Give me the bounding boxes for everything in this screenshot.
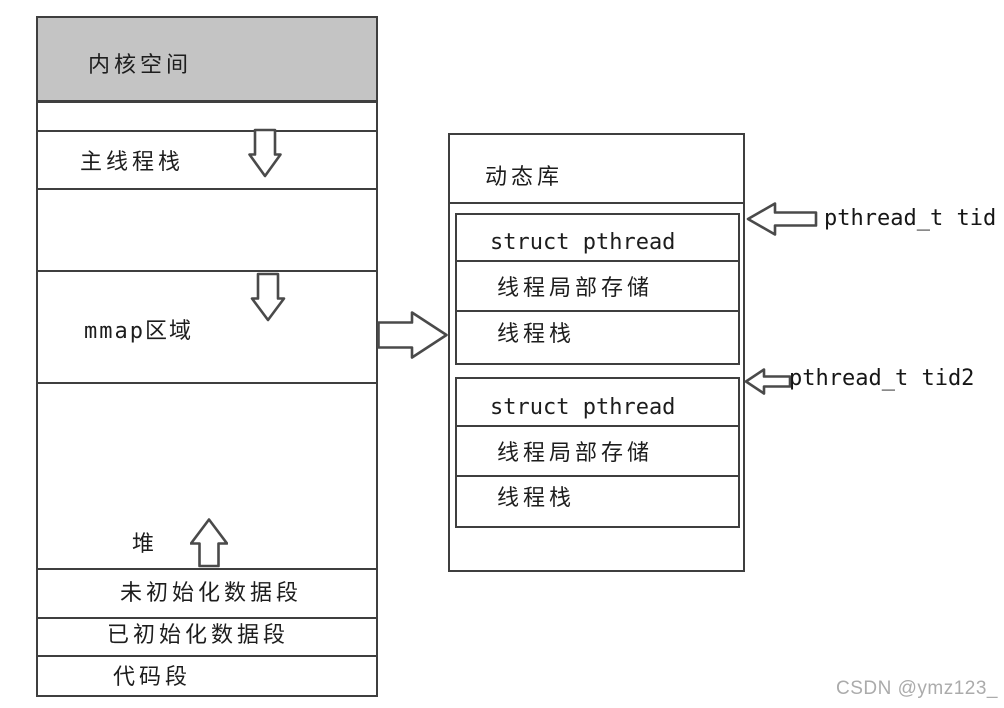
tid2-annotation-label: pthread_t tid2 (789, 366, 975, 391)
csdn-watermark: CSDN @ymz123_ (836, 678, 998, 699)
segment-divider (38, 655, 376, 657)
segment-divider (38, 130, 376, 132)
initialized-data-segment-label: 已初始化数据段 (107, 622, 290, 647)
kernel-space-label: 内核空间 (88, 52, 193, 77)
heap-grow-up-arrow-icon (190, 518, 228, 568)
thread-stack-label: 线程栈 (497, 485, 576, 510)
mmap-to-library-right-arrow-icon (377, 311, 448, 359)
code-segment-label: 代码段 (113, 664, 192, 689)
tid2-pointer-left-arrow-icon (744, 368, 792, 395)
main-thread-stack-label: 主线程栈 (80, 149, 185, 174)
dynamic-library-title: 动态库 (485, 164, 564, 189)
thread-block-1: struct pthread 线程局部存储 线程栈 (455, 213, 740, 365)
tid1-annotation-label: pthread_t tid (824, 206, 997, 231)
struct-pthread-label: struct pthread (490, 230, 676, 255)
stack-grow-down-arrow-icon (248, 128, 282, 178)
segment-divider (38, 188, 376, 190)
thread-local-storage-label: 线程局部存储 (497, 275, 654, 300)
segment-divider (38, 382, 376, 384)
segment-divider (38, 617, 376, 619)
tid1-pointer-left-arrow-icon (746, 202, 818, 236)
library-header-divider (450, 202, 743, 204)
thread-block-divider (457, 425, 738, 427)
mmap-region-label: mmap区域 (84, 319, 193, 344)
thread-block-2: struct pthread 线程局部存储 线程栈 (455, 377, 740, 528)
thread-block-divider (457, 310, 738, 312)
thread-block-divider (457, 260, 738, 262)
segment-divider (38, 270, 376, 272)
uninitialized-data-segment-label: 未初始化数据段 (120, 580, 303, 605)
process-address-space-box: 内核空间 主线程栈 mmap区域 堆 未初始化数据段 已初始化数据段 代码段 (36, 16, 378, 697)
thread-block-divider (457, 475, 738, 477)
thread-local-storage-label: 线程局部存储 (497, 440, 654, 465)
struct-pthread-label: struct pthread (490, 395, 676, 420)
heap-label: 堆 (132, 531, 159, 556)
segment-divider (38, 568, 376, 570)
kernel-space-segment (38, 18, 376, 103)
mmap-grow-down-arrow-icon (250, 272, 286, 322)
thread-stack-label: 线程栈 (497, 321, 576, 346)
dynamic-library-box: 动态库 struct pthread 线程局部存储 线程栈 struct pth… (448, 133, 745, 572)
